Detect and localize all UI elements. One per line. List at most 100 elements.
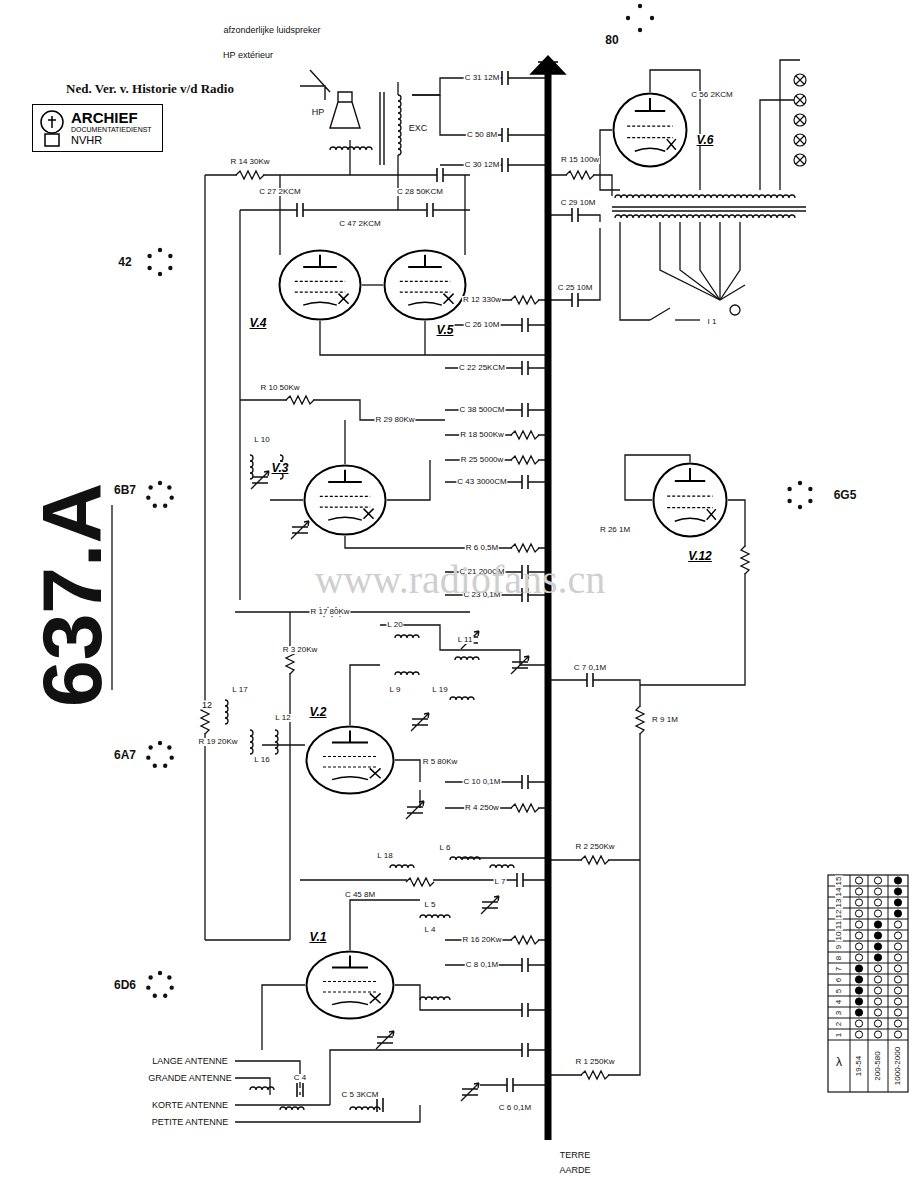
switch-dot xyxy=(894,1020,901,1027)
variable-capacitor xyxy=(511,656,529,674)
coil-label: L 12 xyxy=(274,714,291,722)
wire-gap xyxy=(522,780,528,784)
wire-gap xyxy=(437,173,443,177)
wire-gap xyxy=(377,1103,383,1107)
switch-dot xyxy=(874,877,881,884)
tube-envelope xyxy=(383,249,467,321)
glass-outline xyxy=(307,952,394,1019)
tube-cathode xyxy=(408,294,453,306)
switch-dot xyxy=(894,910,901,917)
capacitor-symbol xyxy=(522,403,528,417)
component-value: R 29 80Kw xyxy=(374,416,415,424)
socket-pin xyxy=(167,975,171,979)
component-value: C 45 8M xyxy=(344,891,376,899)
socket-pin xyxy=(798,481,802,485)
wire-gap xyxy=(237,170,263,180)
switch-dot xyxy=(874,888,881,895)
wire-gap xyxy=(582,1070,608,1080)
wire xyxy=(675,319,700,320)
coil-symbol xyxy=(330,147,372,150)
glass-outline xyxy=(280,251,361,320)
wire xyxy=(720,222,740,300)
wire-gap xyxy=(512,935,538,945)
socket-pin xyxy=(148,485,152,489)
vacuum-tube: V.6 xyxy=(612,92,688,168)
table-cell: 11 xyxy=(835,919,843,929)
watermark: www.radiofans.cn xyxy=(314,560,607,600)
wire-gap xyxy=(407,877,433,887)
tube-type: 6D6 xyxy=(113,979,137,991)
component-value: C 5 3KCM xyxy=(341,1091,380,1099)
component-value: C 43 3000CM xyxy=(456,478,507,486)
socket-pin xyxy=(153,994,157,998)
table-rule xyxy=(828,952,908,953)
wire xyxy=(270,499,303,500)
wire-gap xyxy=(587,678,593,682)
tube-envelope xyxy=(305,950,395,1020)
wire xyxy=(464,175,465,255)
wire-gap xyxy=(522,1008,528,1012)
tube-plate xyxy=(328,470,362,482)
switch-dot xyxy=(855,976,862,983)
wiring xyxy=(112,60,800,1122)
table-cell: 2 xyxy=(835,1020,843,1026)
component-value: C 4 xyxy=(293,1074,307,1082)
capacitor-symbol xyxy=(297,203,303,217)
table-cell: 8 xyxy=(835,954,843,960)
wire xyxy=(279,175,280,255)
resistor-symbol xyxy=(201,706,209,734)
coil-symbol xyxy=(250,455,253,479)
model-title: 637.A xyxy=(30,483,114,707)
table-rule xyxy=(828,1018,908,1019)
wire-gap xyxy=(200,707,210,733)
socket-pin xyxy=(158,971,162,975)
component-value: R 18 500Kw xyxy=(459,431,505,439)
lamp-symbol xyxy=(794,114,806,126)
component-value: R 10 50Kw xyxy=(259,384,300,392)
wire xyxy=(320,321,548,355)
switch-dot xyxy=(855,899,862,906)
speaker-symbol xyxy=(300,70,360,128)
resistor-symbol xyxy=(741,546,749,574)
tube-envelope xyxy=(278,249,362,321)
switch-dot xyxy=(855,1031,862,1038)
table-cell: 4 xyxy=(835,998,843,1004)
tube-type: 80 xyxy=(604,34,619,46)
wire xyxy=(262,744,305,745)
wire-gap xyxy=(502,133,508,137)
table-cell: 1 xyxy=(835,1031,843,1037)
table-cell: 10 xyxy=(835,930,843,941)
wire xyxy=(344,420,345,464)
switch-dot xyxy=(874,943,881,950)
component-value: C 22 25KCM xyxy=(458,364,506,372)
switch-dot xyxy=(855,932,862,939)
switch-dot xyxy=(855,1020,862,1027)
socket-pin xyxy=(146,495,150,499)
ground-label: TERRE xyxy=(559,1151,592,1160)
tube-cathode xyxy=(303,294,348,306)
resistor-symbol xyxy=(236,171,264,179)
wire xyxy=(395,760,420,782)
capacitor-symbol xyxy=(522,1003,528,1017)
switch-dot xyxy=(874,1031,881,1038)
tube-type: 6A7 xyxy=(113,749,137,761)
socket-pins xyxy=(147,248,172,276)
socket-pin xyxy=(147,266,151,270)
socket-pin xyxy=(158,741,162,745)
component-value: R 6 0,5M xyxy=(465,544,499,552)
wire-gap xyxy=(297,1088,303,1092)
antenna-terminal: LANGE ANTENNE xyxy=(151,1057,229,1066)
coil-symbol xyxy=(395,672,419,675)
wire xyxy=(720,285,745,300)
component-value: C 28 50KCM xyxy=(396,188,444,196)
wire xyxy=(548,228,600,300)
ground-label: AARDE xyxy=(558,1166,591,1175)
coil-symbol xyxy=(350,1107,380,1110)
wire xyxy=(395,985,548,1010)
wire xyxy=(204,175,205,940)
stamp-text: DOCUMENTATIEDIENST xyxy=(71,126,156,134)
variable-capacitor xyxy=(406,801,424,819)
ground-bus xyxy=(545,72,552,1140)
component-value: C 25 10M xyxy=(557,284,594,292)
tube-plate xyxy=(675,468,705,481)
